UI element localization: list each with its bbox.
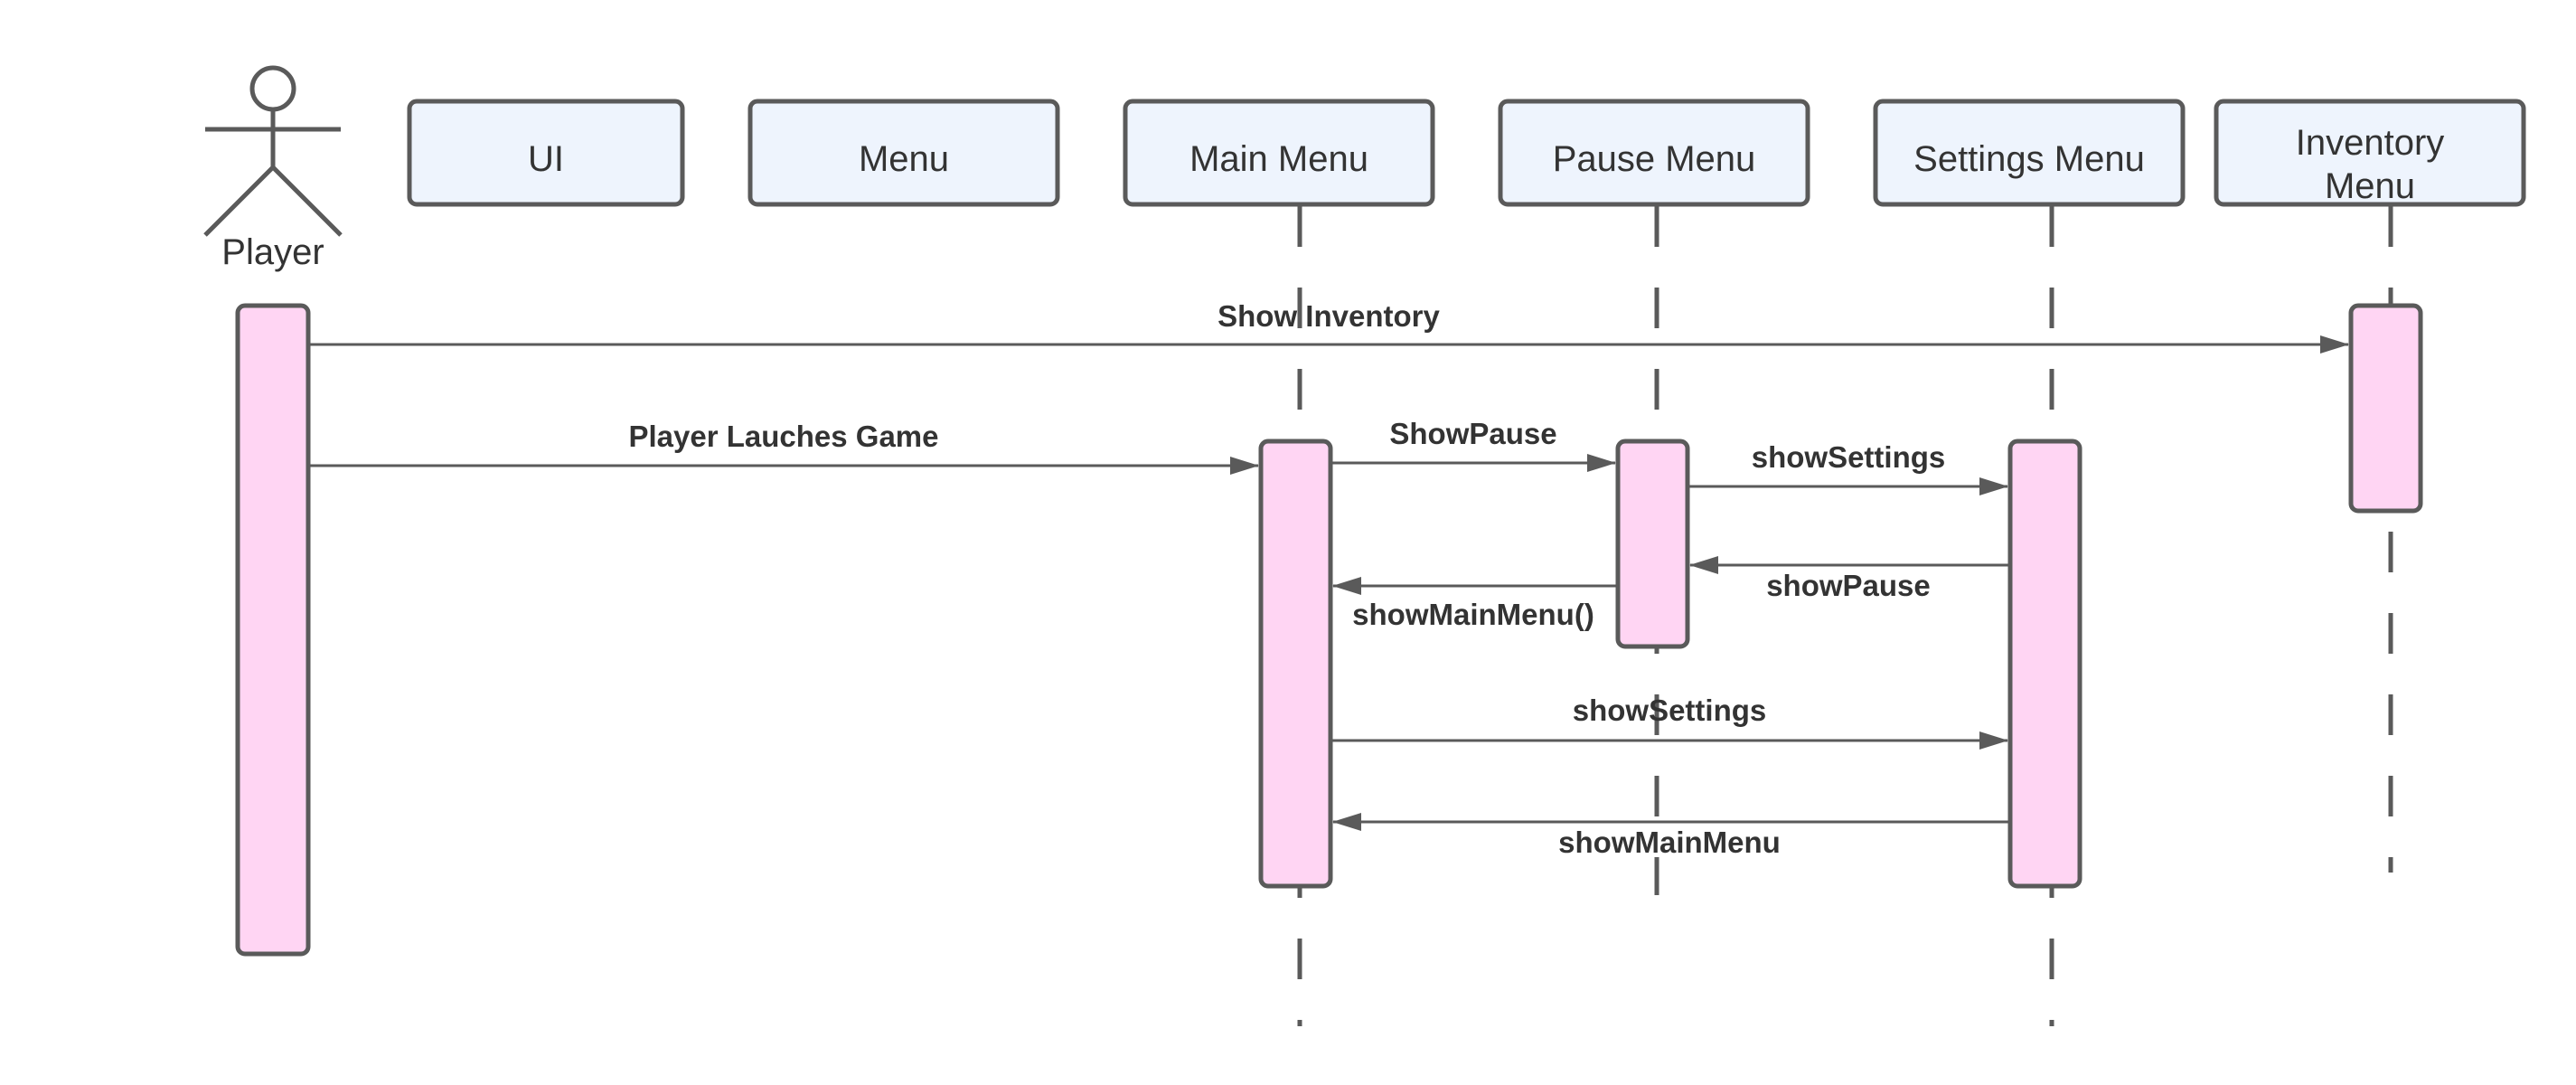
actor-left-leg: [203, 165, 275, 237]
participant-label-menu: Menu: [859, 139, 949, 179]
message-show-main-menu-call: showMainMenu(): [1332, 577, 1618, 631]
activation-main-menu: [1258, 439, 1333, 889]
message-show-inventory: Show Inventory: [308, 299, 2349, 354]
activation-pause-menu: [1615, 439, 1690, 649]
activation-player: [235, 303, 311, 957]
participant-ui: UI: [407, 99, 685, 207]
message-label: showPause: [1766, 569, 1931, 602]
participant-box-inventory-menu: [2214, 99, 2526, 207]
message-label: showMainMenu(): [1352, 598, 1594, 631]
player-actor: Player: [203, 65, 343, 272]
participant-label-line: Pause Menu: [1553, 139, 1756, 179]
participant-label-settings-menu: Settings Menu: [1913, 139, 2145, 179]
participant-label-line: UI: [528, 139, 564, 179]
message-show-settings-from-pause: showSettings: [1688, 440, 2008, 495]
participant-box-settings-menu: [1873, 99, 2186, 207]
participant-settings-menu: Settings Menu: [1873, 99, 2186, 207]
actor-label: Player: [221, 232, 324, 272]
participant-menu: Menu: [747, 99, 1060, 207]
participant-box-menu: [747, 99, 1060, 207]
message-player-launches-game: Player Lauches Game: [308, 420, 1259, 475]
participant-label-pause-menu: Pause Menu: [1553, 139, 1756, 179]
participant-label-line: Inventory: [2296, 123, 2445, 163]
participant-label-main-menu: Main Menu: [1189, 139, 1368, 179]
participant-label-line: Main Menu: [1189, 139, 1368, 179]
participant-label-ui: UI: [528, 139, 564, 179]
actor-right-leg: [271, 165, 343, 237]
message-show-main-menu-return: showMainMenu: [1332, 813, 2010, 859]
participant-box-pause-menu: [1498, 99, 1810, 207]
actor-head: [249, 65, 296, 112]
message-label: showSettings: [1752, 440, 1946, 474]
message-label: ShowPause: [1389, 417, 1556, 450]
message-show-pause: ShowPause: [1330, 417, 1616, 472]
participant-box-main-menu: [1123, 99, 1435, 207]
participant-label-line: Settings Menu: [1913, 139, 2145, 179]
participant-main-menu: Main Menu: [1123, 99, 1435, 207]
message-label: Player Lauches Game: [628, 420, 938, 453]
participant-label-line: Menu: [2325, 166, 2415, 206]
message-show-settings-from-main: showSettings: [1330, 693, 2008, 750]
message-label: showSettings: [1573, 693, 1767, 727]
participant-pause-menu: Pause Menu: [1498, 99, 1810, 207]
activation-inventory-menu: [2348, 303, 2423, 514]
message-label: Show Inventory: [1217, 299, 1440, 333]
message-label: showMainMenu: [1558, 826, 1781, 859]
activation-settings-menu: [2007, 439, 2082, 889]
message-show-pause-return: showPause: [1689, 556, 2010, 602]
participant-box-ui: [407, 99, 685, 207]
participant-label-line: Menu: [859, 139, 949, 179]
